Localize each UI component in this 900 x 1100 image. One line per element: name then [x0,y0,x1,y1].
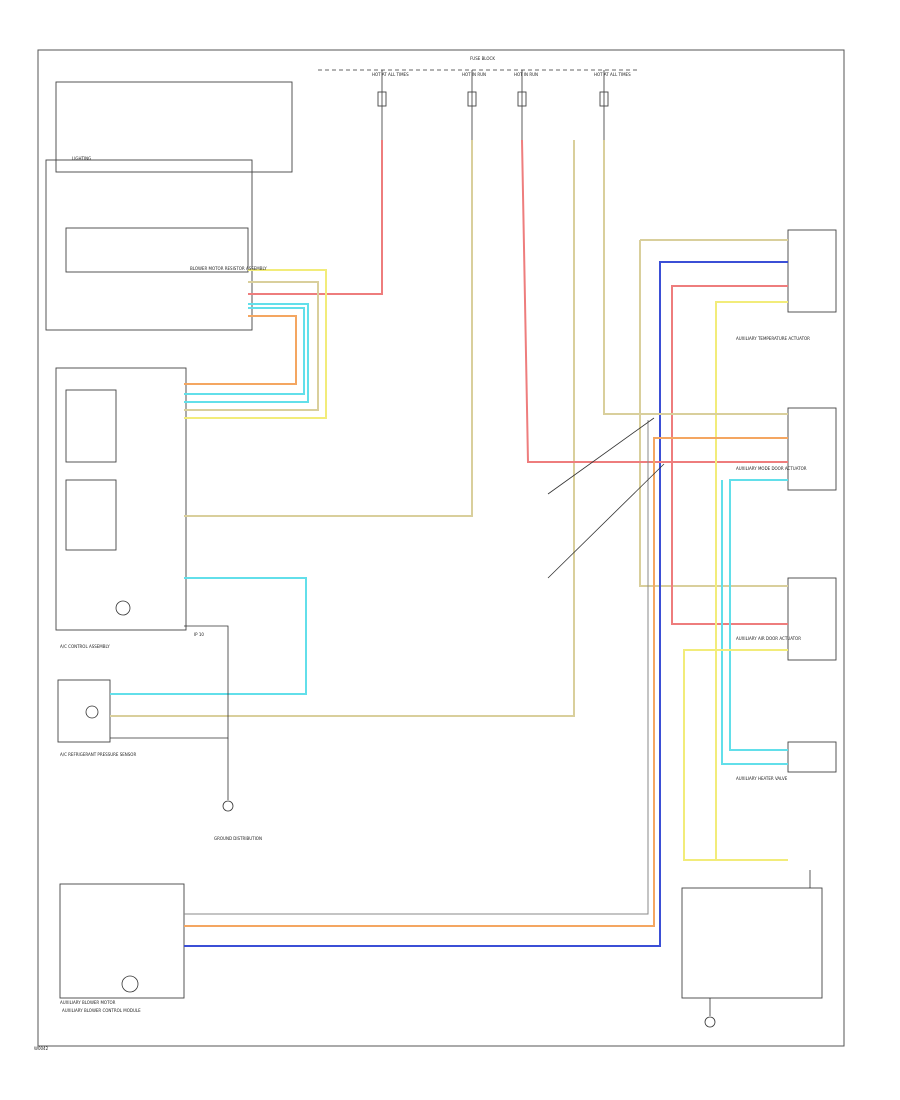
component-label: A/C CONTROL ASSEMBLY [60,644,110,649]
aux-temp-actuator-box [787,229,837,313]
wire-cyan-1 [184,303,309,403]
fuse-feed-group [318,69,640,140]
component-label: AUXILIARY MODE DOOR ACTUATOR [736,466,807,471]
wire-tan-feed [184,140,473,517]
wire-yellow-1 [184,269,327,419]
component-label: AUXILIARY BLOWER CONTROL MODULE [62,1008,141,1013]
fuse-label: HOT IN RUN [462,72,486,77]
diagram-code: W0042 [34,1046,49,1051]
diagram-frame [37,49,845,1047]
wire-orange-1 [184,315,297,385]
component-label: AUXILIARY AIR DOOR ACTUATOR [736,636,801,641]
fuse-label: HOT IN RUN [514,72,538,77]
wire-orange-2 [184,437,788,927]
fuse-label: HOT AT ALL TIMES [372,72,409,77]
fuse-label: HOT AT ALL TIMES [594,72,631,77]
aux-air-door-actuator-box [787,577,837,661]
module-box-top [55,81,293,173]
aux-heater-valve-box [787,741,837,773]
component-label: FUSE BLOCK [470,56,495,61]
aux-mode-actuator-box [787,407,837,491]
component-label: BLOWER MOTOR RESISTOR ASSEMBLY [190,266,267,271]
blower-resistor-box [45,159,253,331]
component-label: AUXILIARY BLOWER MOTOR [60,1000,116,1005]
wire-cyan-sensor [110,577,307,695]
pressure-sensor-box [57,679,111,743]
component-label: LIGHTING [72,156,91,161]
ac-control-label: IP 10 [194,632,204,637]
aux-blower-control-box [59,883,185,999]
component-label: A/C REFRIGERANT PRESSURE SENSOR [60,752,136,757]
component-label: AUXILIARY TEMPERATURE ACTUATOR [736,336,810,341]
component-label: GROUND DISTRIBUTION [214,836,262,841]
component-label: AUXILIARY HEATER VALVE [736,776,788,781]
ac-control-assembly-box [55,367,187,631]
wire-red-feed [248,140,383,295]
wire-blue-1 [184,261,788,947]
